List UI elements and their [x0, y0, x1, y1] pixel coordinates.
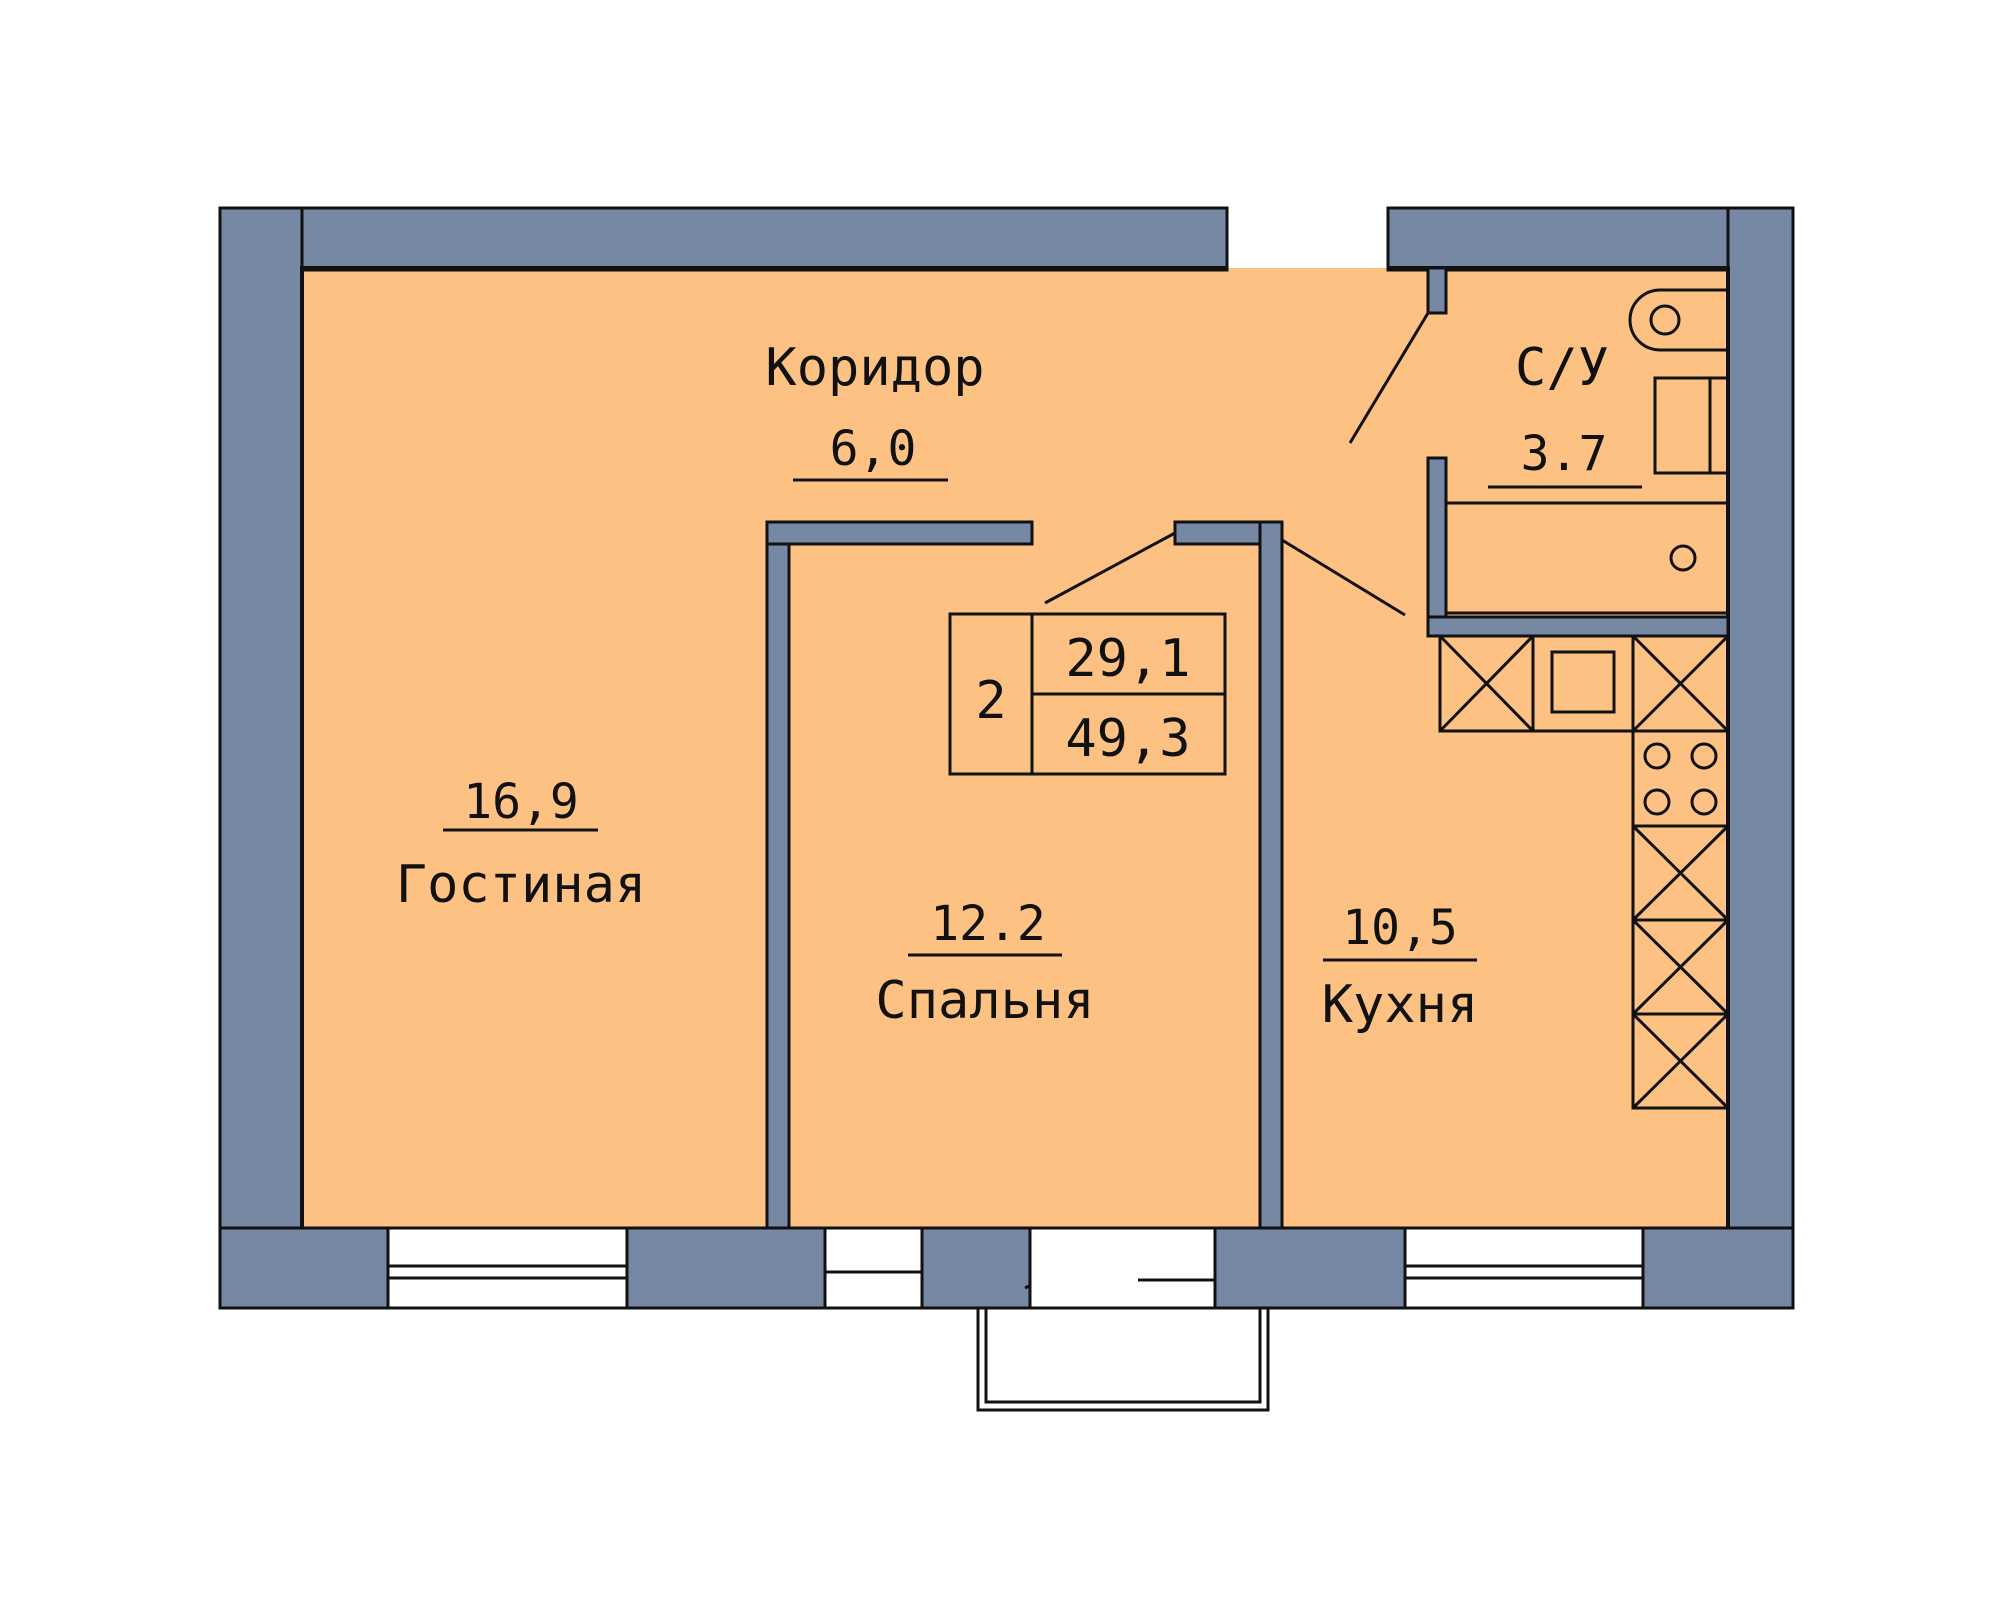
bathroom-area: 3.7 [1521, 426, 1608, 482]
corridor-area: 6,0 [830, 421, 917, 477]
floor-area [300, 268, 1728, 1228]
rooms-count: 2 [975, 671, 1006, 731]
sink-icon [1653, 376, 1730, 475]
stove-icon [1631, 729, 1730, 828]
bedroom-area: 12.2 [930, 896, 1046, 952]
bedroom-name: Спальня [875, 971, 1094, 1031]
corridor-name: Коридор [765, 338, 984, 398]
living-area-total: 29,1 [1065, 629, 1190, 689]
toilet-icon [1628, 288, 1728, 352]
outer-walls [218, 206, 1795, 1310]
kitchen-name: Кухня [1322, 975, 1479, 1035]
label-bedroom: 12.2 Спальня [875, 896, 1094, 1031]
bathtub-icon [1444, 501, 1730, 615]
balcony-door [1028, 1226, 1217, 1310]
interior-walls [765, 266, 1730, 1230]
cabinet-icon [1438, 634, 1730, 1110]
apartment-summary: 2 29,1 49,3 [948, 612, 1227, 776]
label-living-room: 16,9 Гостиная [396, 774, 646, 915]
bathroom-name: С/У [1515, 338, 1609, 398]
total-area: 49,3 [1065, 709, 1190, 769]
label-corridor: Коридор 6,0 [765, 338, 985, 482]
kitchen-area: 10,5 [1342, 900, 1458, 956]
label-bathroom: С/У 3.7 [1488, 338, 1642, 489]
living-room-area: 16,9 [463, 774, 579, 830]
living-room-name: Гостиная [396, 855, 646, 915]
label-kitchen: 10,5 Кухня [1322, 900, 1479, 1035]
window-icon [386, 1226, 1645, 1310]
balcony-icon [976, 1308, 1270, 1412]
